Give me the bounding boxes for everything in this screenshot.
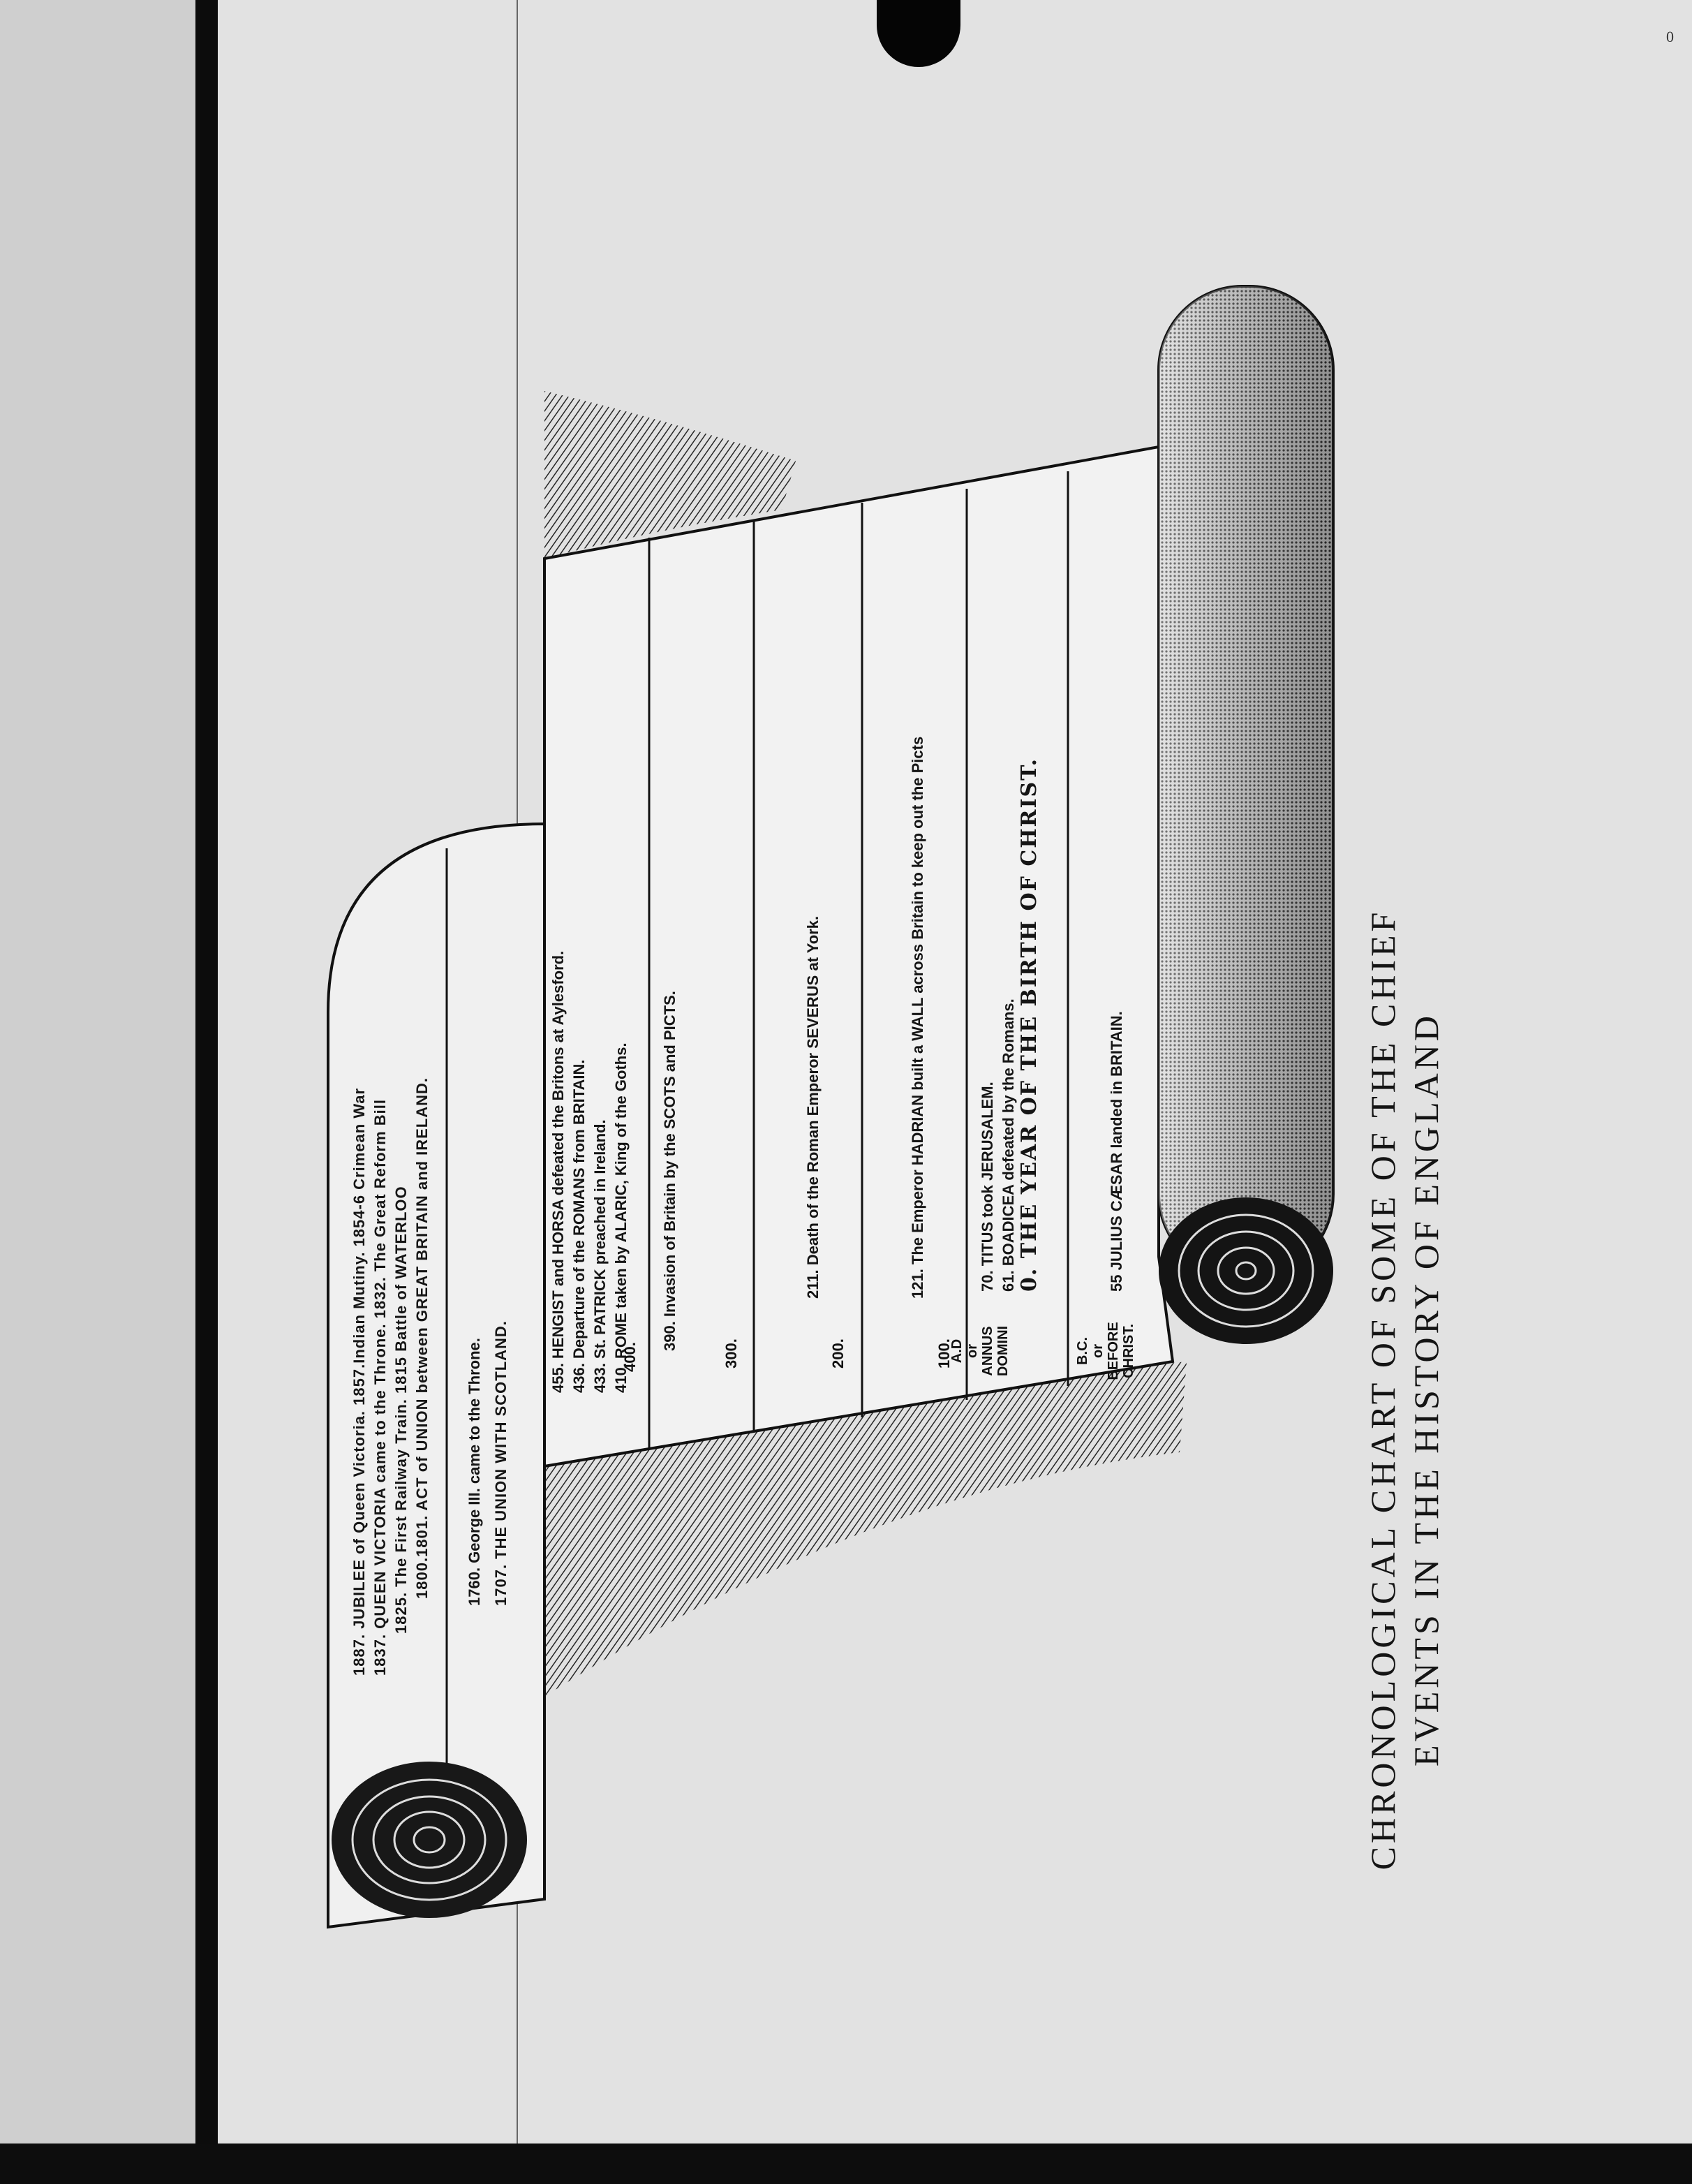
entry-year-0: 0. THE YEAR OF THE BIRTH OF CHRIST.	[1017, 757, 1041, 1292]
lower-panel-ad: 70. TITUS took JERUSALEM. 61. BOADICEA d…	[977, 757, 1041, 1292]
upper-panel-entries-b: 1760. George III. came to the Throne. 17…	[464, 1320, 512, 1606]
entry-1837: 1837. QUEEN VICTORIA came to the Throne.…	[371, 1099, 389, 1676]
upper-panel-entries: 1887. JUBILEE of Queen Victoria. 1857.In…	[349, 1077, 433, 1676]
lower-panel-400s: 455. HENGIST and HORSA defeated the Brit…	[548, 951, 632, 1393]
entry-410: 410. ROME taken by ALARIC, King of the G…	[612, 1042, 630, 1393]
lower-banner	[543, 285, 1335, 1468]
scroll-folds	[544, 391, 1187, 1697]
entry-121: 121. The Emperor HADRIAN built a WALL ac…	[909, 736, 926, 1299]
century-400: 400.	[621, 1342, 639, 1372]
entry-55bc: 55 JULIUS CÆSAR landed in BRITAIN.	[1108, 1011, 1125, 1292]
entry-61: 61. BOADICEA defeated by the Romans.	[1000, 998, 1017, 1292]
lower-panel-bc: 55 JULIUS CÆSAR landed in BRITAIN.	[1106, 1011, 1127, 1292]
century-300: 300.	[722, 1338, 740, 1368]
entry-390: 390. Invasion of Britain by the SCOTS an…	[661, 991, 678, 1351]
page-mark: 0	[1666, 28, 1674, 45]
entry-433: 433. St. PATRICK preached in Ireland.	[591, 1119, 609, 1393]
binding-shadow	[195, 0, 218, 2184]
entry-70: 70. TITUS took JERUSALEM.	[979, 1082, 996, 1292]
lower-panel-200s: 211. Death of the Roman Emperor SEVERUS …	[803, 916, 824, 1299]
entry-211: 211. Death of the Roman Emperor SEVERUS …	[804, 915, 822, 1299]
chart-title-line-2: EVENTS IN THE HISTORY OF ENGLAND	[1407, 1012, 1446, 1766]
century-200: 200.	[829, 1338, 847, 1368]
scan-bottom-edge	[0, 2144, 1692, 2184]
upper-banner	[327, 822, 546, 1929]
era-bc-label: B.C. or BEFORE CHRIST.	[1075, 1322, 1136, 1380]
lower-panel-300s: 390. Invasion of Britain by the SCOTS an…	[660, 991, 681, 1351]
entry-1887: 1887. JUBILEE of Queen Victoria. 1857.In…	[350, 1087, 368, 1676]
punch-hole	[877, 0, 960, 67]
entry-1801: 1800.1801. ACT of UNION between GREAT BR…	[413, 1077, 431, 1599]
entry-1707: 1707. THE UNION WITH SCOTLAND.	[492, 1320, 510, 1606]
era-ad-label: A.D or ANNUS DOMINI	[949, 1325, 1011, 1377]
entry-1760: 1760. George III. came to the Throne.	[466, 1338, 483, 1606]
chart-title-line-1: CHRONOLOGICAL CHART OF SOME OF THE CHIEF	[1363, 908, 1402, 1871]
chart-title: CHRONOLOGICAL CHART OF SOME OF THE CHIEF…	[1361, 866, 1448, 1913]
entry-455: 455. HENGIST and HORSA defeated the Brit…	[549, 950, 567, 1393]
scan-left-margin	[0, 0, 195, 2184]
entry-1825: 1825. The First Railway Train. 1815 Batt…	[392, 1186, 410, 1634]
entry-436: 436. Departure of the ROMANS from BRITAI…	[570, 1059, 588, 1393]
lower-panel-100s: 121. The Emperor HADRIAN built a WALL ac…	[907, 737, 928, 1299]
